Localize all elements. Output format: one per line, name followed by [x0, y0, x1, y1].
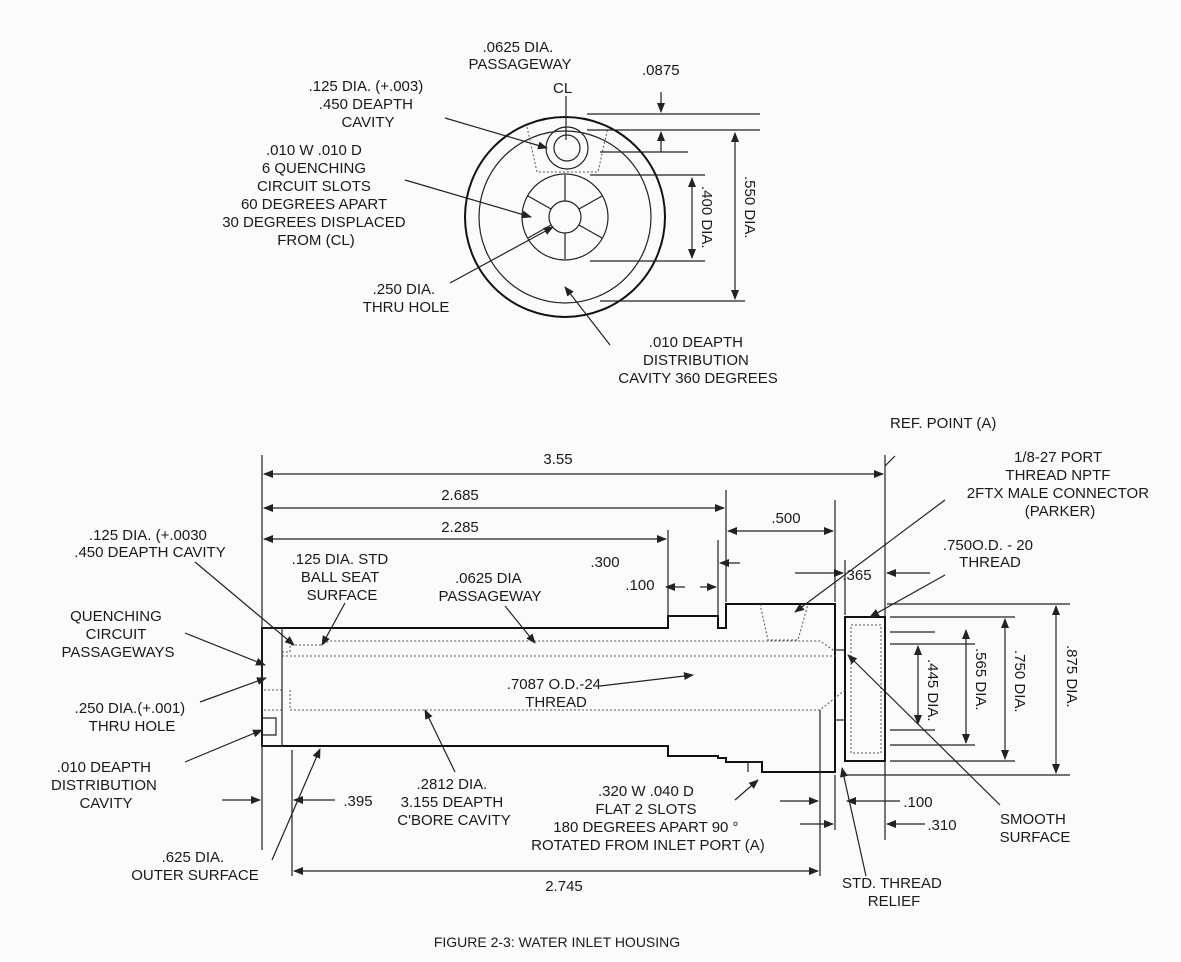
label-top-thru-hole: .250 DIA. THRU HOLE	[363, 281, 450, 316]
label-slots: .010 W .010 D 6 QUENCHING CIRCUIT SLOTS …	[222, 142, 410, 249]
label-dia-750: .750 DIA.	[1011, 650, 1028, 713]
label-od-7087: .7087 O.D.-24 THREAD	[507, 676, 605, 711]
label-dim-310: .310	[927, 817, 956, 834]
label-od-750: .750O.D. - 20 THREAD	[943, 537, 1037, 571]
label-cbore: .2812 DIA. 3.155 DEAPTH C'BORE CAVITY	[397, 776, 510, 829]
label-dia-875: .875 DIA.	[1063, 645, 1080, 708]
passageway-circle	[553, 134, 581, 162]
label-dim-2745: 2.745	[545, 878, 583, 895]
label-outer: .625 DIA. OUTER SURFACE	[131, 849, 259, 884]
label-dim-100a: .100	[625, 577, 654, 594]
label-side-thru-hole: .250 DIA.(+.001) THRU HOLE	[75, 700, 190, 735]
port-dotted	[759, 603, 809, 641]
thru-hole-circle	[548, 200, 582, 234]
label-dim-0875: .0875	[642, 62, 680, 79]
label-top-cavity: .125 DIA. (+.003) .450 DEAPTH CAVITY	[309, 78, 428, 131]
label-ball-seat: .125 DIA. STD BALL SEAT SURFACE	[292, 551, 393, 604]
label-cl: CL	[553, 80, 572, 97]
label-dim-355: 3.55	[543, 451, 572, 468]
label-dim-365: .365	[842, 567, 871, 584]
label-dim-2285: 2.285	[441, 519, 479, 536]
label-flat-slots: .320 W .040 D FLAT 2 SLOTS 180 DEGREES A…	[531, 783, 765, 854]
label-dim-500: .500	[771, 510, 800, 527]
cavity-circle	[545, 126, 589, 170]
label-smooth: SMOOTH SURFACE	[1000, 811, 1071, 846]
distribution-circle	[478, 130, 652, 304]
label-port: 1/8-27 PORT THREAD NPTF 2FTX MALE CONNEC…	[967, 449, 1153, 520]
label-dia-550: .550 DIA.	[741, 176, 758, 239]
quenching-slots	[527, 175, 603, 259]
drawing-labels: .0625 DIA. PASSAGEWAY CL .0875 .125 DIA.…	[51, 39, 1153, 950]
label-quench-pass: QUENCHING CIRCUIT PASSAGEWAYS	[61, 608, 174, 661]
label-dia-565: .565 DIA.	[972, 648, 989, 711]
label-relief: STD. THREAD RELIEF	[842, 875, 946, 910]
label-dia-400: .400 DIA.	[698, 186, 715, 249]
outer-circle	[464, 116, 666, 318]
label-side-distribution: .010 DEAPTH DISTRIBUTION CAVITY	[51, 759, 161, 812]
label-dia-445: .445 DIA.	[924, 659, 941, 722]
end-view	[404, 92, 760, 346]
label-top-distribution: .010 DEAPTH DISTRIBUTION CAVITY 360 DEGR…	[618, 334, 778, 387]
label-side-cavity: .125 DIA. (+.0030 .450 DEAPTH CAVITY	[74, 527, 225, 561]
label-dim-395: .395	[343, 793, 372, 810]
label-dim-2685: 2.685	[441, 487, 479, 504]
housing-body	[261, 603, 836, 773]
cavity-hidden	[526, 126, 609, 173]
figure-caption: FIGURE 2-3: WATER INLET HOUSING	[434, 934, 680, 950]
label-ref-point: REF. POINT (A)	[890, 415, 996, 432]
label-dim-300: .300	[590, 554, 619, 571]
side-view	[184, 455, 1070, 877]
label-dim-100b: .100	[903, 794, 932, 811]
passageway-dotted	[282, 640, 837, 653]
label-side-passageway: .0625 DIA PASSAGEWAY	[438, 570, 541, 605]
label-top-passageway: .0625 DIA. PASSAGEWAY	[468, 39, 571, 73]
cbore-dotted	[289, 689, 846, 711]
